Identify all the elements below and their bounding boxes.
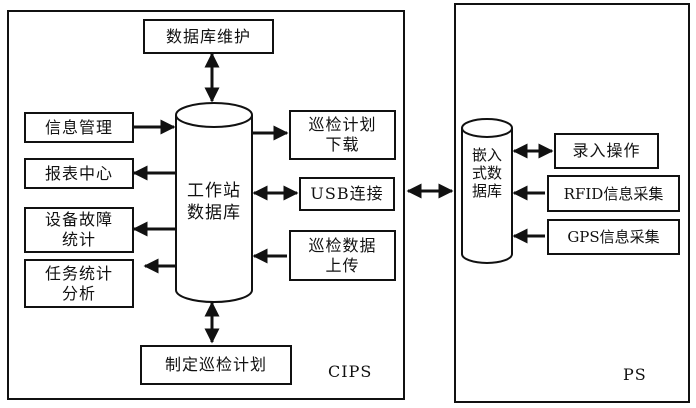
fault-statistics-box: 设备故障 统计 bbox=[24, 207, 134, 253]
embedded-database-cylinder bbox=[461, 118, 513, 264]
ps-frame bbox=[454, 3, 690, 403]
workstation-database-label: 工作站 数据库 bbox=[187, 181, 241, 223]
report-center-box: 报表中心 bbox=[24, 158, 134, 189]
database-maintenance-box: 数据库维护 bbox=[143, 19, 274, 54]
data-upload-box: 巡检数据 上传 bbox=[289, 230, 396, 281]
gps-collection-box: GPS信息采集 bbox=[547, 219, 680, 255]
plan-download-box: 巡检计划 下载 bbox=[289, 110, 396, 160]
embedded-database-label: 嵌入式数据库 bbox=[471, 146, 502, 200]
workstation-database-cylinder bbox=[175, 102, 253, 303]
usb-connection-box: USB连接 bbox=[299, 177, 395, 211]
ps-label: PS bbox=[623, 365, 647, 384]
cips-frame bbox=[7, 10, 405, 400]
input-operation-box: 录入操作 bbox=[554, 133, 659, 169]
info-management-box: 信息管理 bbox=[24, 112, 134, 143]
make-inspection-plan-box: 制定巡检计划 bbox=[140, 345, 292, 385]
cips-label: CIPS bbox=[328, 362, 373, 381]
task-statistics-box: 任务统计 分析 bbox=[24, 259, 134, 308]
rfid-collection-box: RFID信息采集 bbox=[547, 175, 680, 212]
